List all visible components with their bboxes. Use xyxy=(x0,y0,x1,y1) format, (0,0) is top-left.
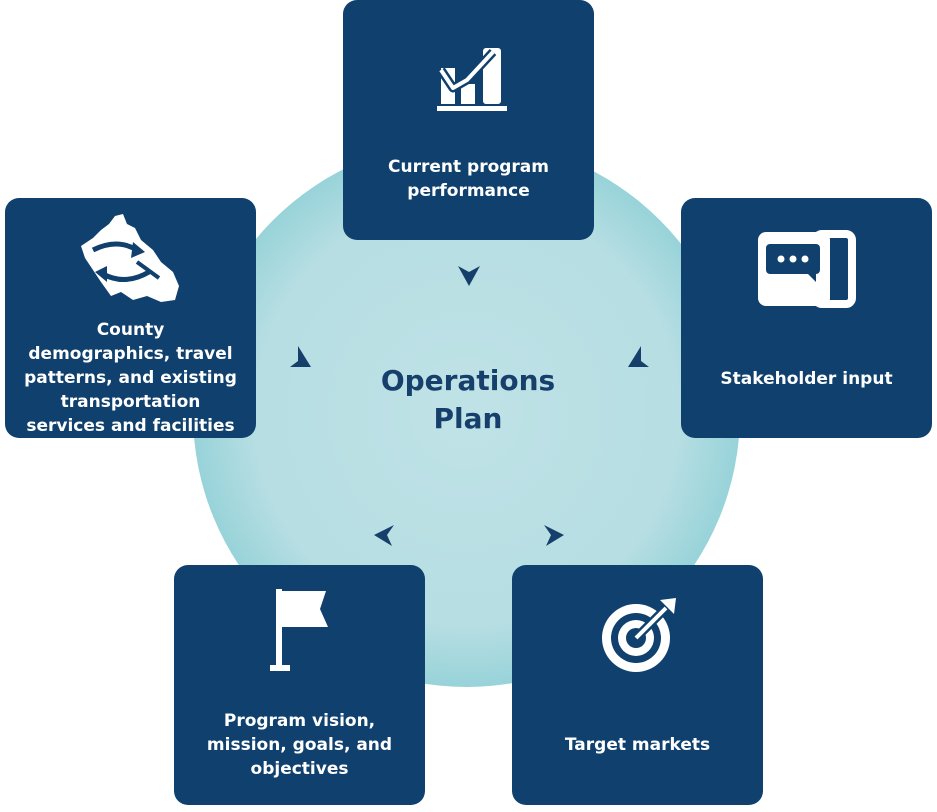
label-line: County xyxy=(96,320,165,340)
card-current-performance-label: Current program performance xyxy=(351,155,586,203)
card-program-vision: Program vision, mission, goals, and obje… xyxy=(174,565,425,805)
center-title: Operations Plan xyxy=(343,362,593,438)
label-line: transportation xyxy=(60,392,201,412)
chart-icon xyxy=(437,48,507,111)
arrow-up-right-icon xyxy=(628,346,649,367)
chat-icon xyxy=(758,230,856,308)
card-county-demographics: County demographics, travel patterns, an… xyxy=(5,198,256,438)
label-line: Stakeholder input xyxy=(720,369,893,389)
card-target-markets: Target markets xyxy=(512,565,763,805)
card-current-performance: Current program performance xyxy=(343,0,594,240)
arrow-down-right-icon xyxy=(544,525,564,546)
label-line: Program vision, xyxy=(223,711,376,731)
card-county-demographics-label: County demographics, travel patterns, an… xyxy=(13,318,248,438)
card-stakeholder-input-label: Stakeholder input xyxy=(689,367,924,391)
card-program-vision-label: Program vision, mission, goals, and obje… xyxy=(182,709,417,781)
card-stakeholder-input: Stakeholder input xyxy=(681,198,932,438)
arrow-left-icon xyxy=(374,525,394,546)
label-line: services and facilities xyxy=(26,416,235,436)
center-title-line-1: Operations xyxy=(380,364,556,397)
label-line: objectives xyxy=(250,759,349,779)
map-arrows-icon xyxy=(81,214,179,302)
label-line: performance xyxy=(407,181,530,201)
label-line: mission, goals, and xyxy=(206,735,393,755)
arrow-up-left-icon xyxy=(290,346,311,367)
center-title-line-2: Plan xyxy=(433,402,503,435)
target-icon xyxy=(602,598,676,672)
label-line: Current program xyxy=(388,157,549,177)
card-target-markets-label: Target markets xyxy=(520,733,755,757)
flag-icon xyxy=(270,589,328,671)
arrow-down-icon xyxy=(458,266,480,286)
label-line: demographics, travel xyxy=(28,344,233,364)
label-line: patterns, and existing xyxy=(24,368,237,388)
label-line: Target markets xyxy=(564,735,711,755)
